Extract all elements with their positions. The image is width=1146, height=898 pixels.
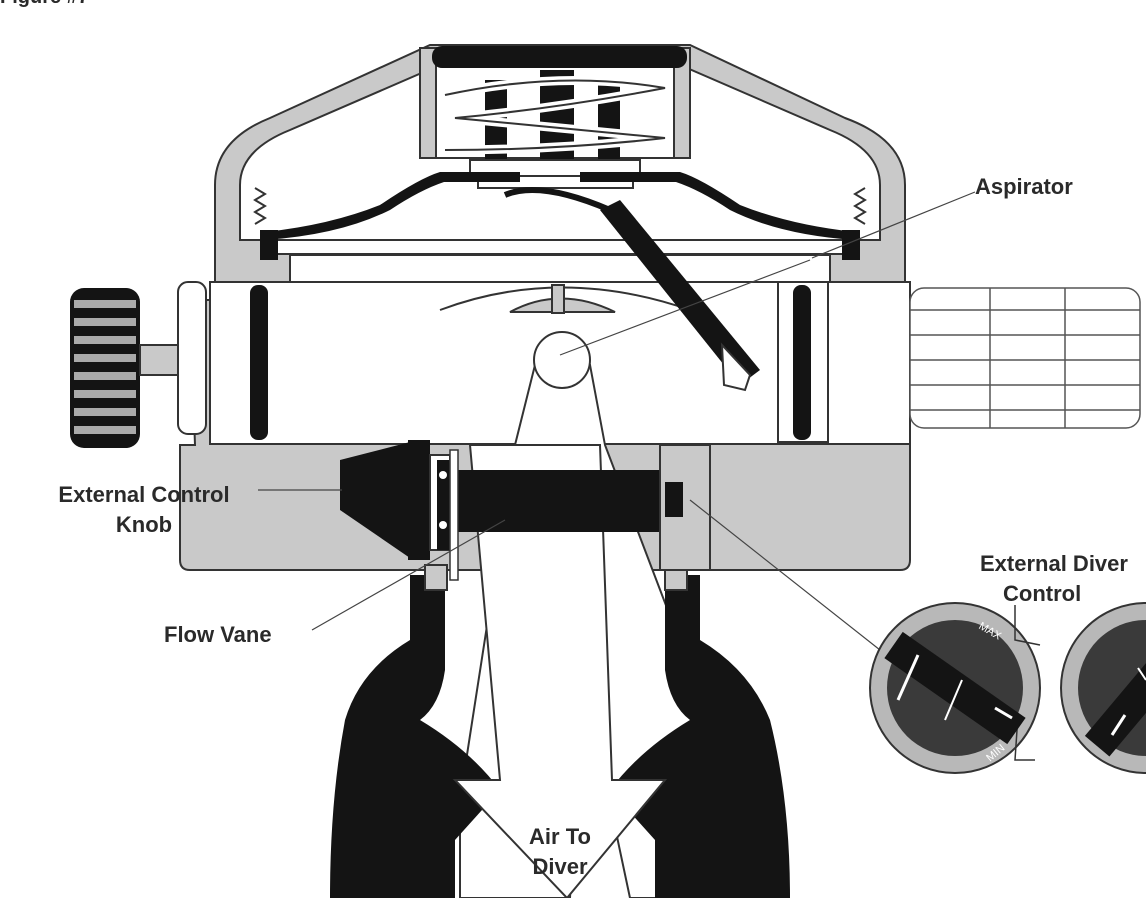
aspirator-label: Aspirator — [975, 174, 1073, 199]
air-to-diver-label-line1: Air To — [529, 824, 591, 849]
flow-vane-label: Flow Vane — [164, 622, 272, 647]
flow-vane-shaft — [449, 444, 711, 581]
spring-assembly — [432, 46, 687, 189]
diver-control-dial-2 — [1060, 602, 1146, 774]
external-control-knob-label-line1: External Control — [58, 482, 230, 507]
external-control-knob-label-line2: Knob — [115, 512, 173, 537]
air-to-diver-label: Air To Diver — [510, 822, 610, 882]
leader-lines — [258, 191, 976, 651]
external-diver-control-label-line1: External Diver — [980, 551, 1128, 576]
diver-control-dial-1: MAX MIN — [869, 602, 1041, 774]
external-diver-control-label: External Diver Control — [980, 549, 1128, 609]
external-control-knob — [340, 440, 451, 560]
mouthpiece — [330, 564, 790, 898]
air-to-diver-label-line2: Diver — [532, 854, 588, 879]
external-control-knob-label: External Control Knob — [28, 480, 260, 540]
aspirator-lever — [503, 187, 760, 392]
left-purge-knob — [70, 281, 207, 448]
diaphragm — [253, 172, 867, 260]
external-diver-control-label-line2: Control — [1003, 581, 1082, 606]
figure-title: Figure #7 — [0, 0, 89, 9]
right-adjustment-knob — [909, 287, 1141, 429]
